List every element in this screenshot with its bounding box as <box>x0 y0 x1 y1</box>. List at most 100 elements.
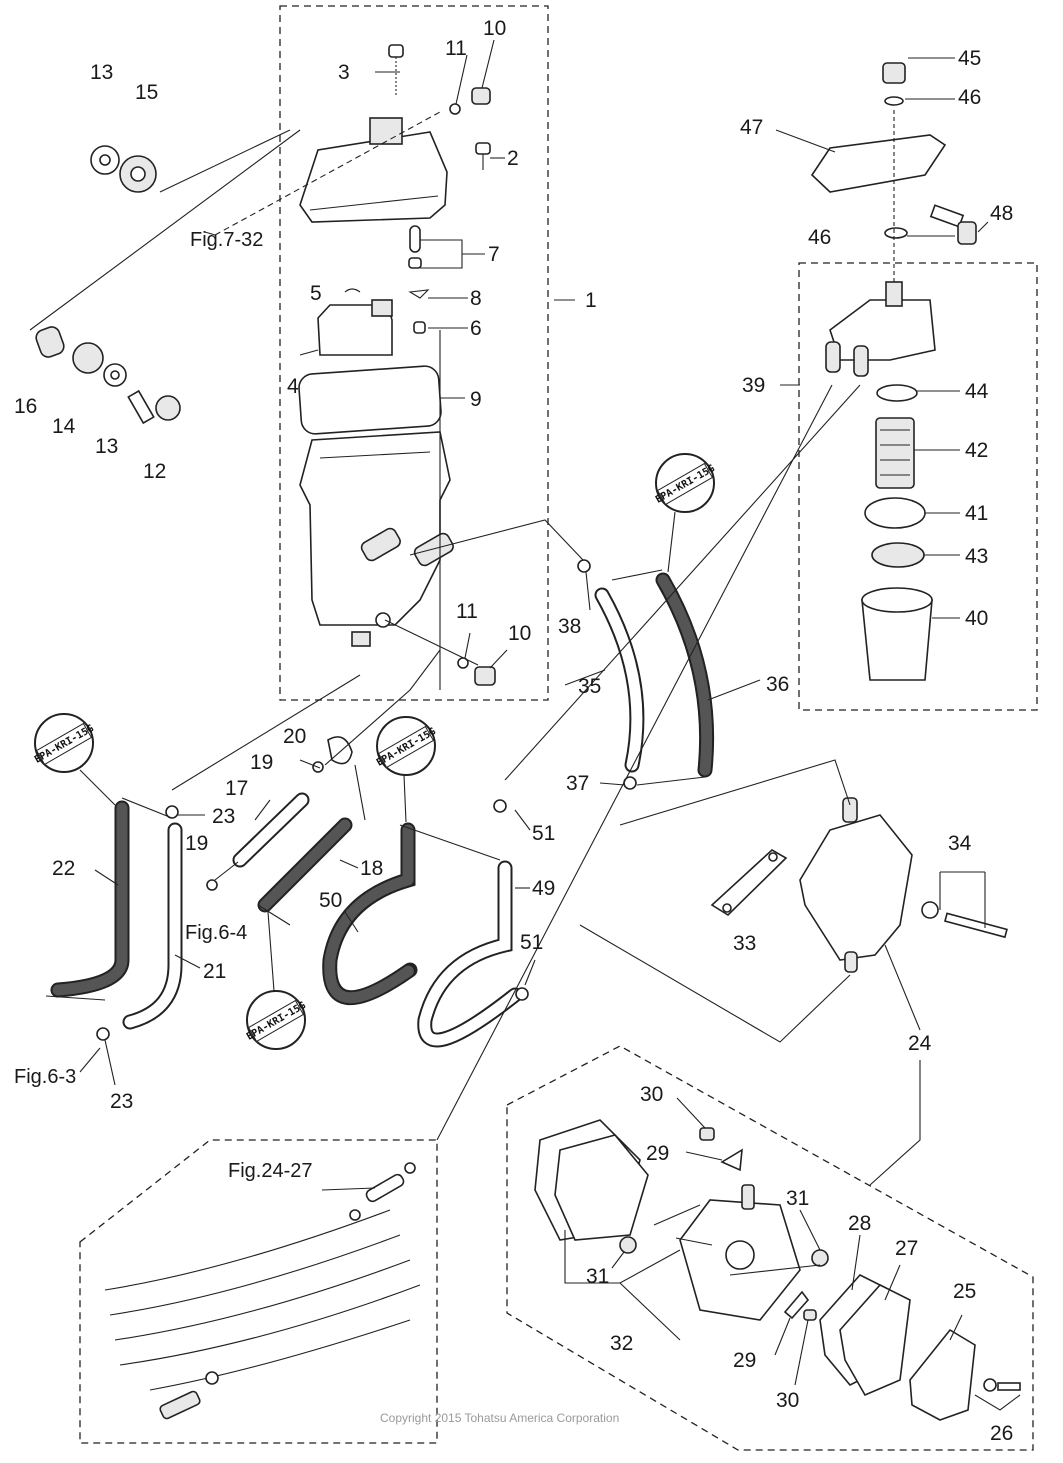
screw-30-bottom <box>803 1309 817 1321</box>
pump-internals-group <box>534 1119 1021 1421</box>
part-label-28: 28 <box>848 1212 871 1235</box>
part-label-14: 14 <box>52 415 76 438</box>
figure-references: Fig.7-32 Fig.6-4 Fig.6-3 Fig.24-27 <box>14 229 313 1182</box>
o-ring-44 <box>876 384 918 402</box>
tank-drain <box>351 631 371 647</box>
grommet-14 <box>72 342 104 374</box>
part-label-38: 38 <box>558 615 581 638</box>
tank-port <box>375 612 391 628</box>
part-label-46-bottom: 46 <box>808 226 831 249</box>
pin-5 <box>344 288 361 293</box>
washer-34 <box>921 901 939 919</box>
part-label-17: 17 <box>225 777 248 800</box>
clamp-51-top <box>493 799 507 813</box>
hose-22 <box>50 800 130 998</box>
plug-10-bottom <box>474 666 496 686</box>
filter-cup-rim <box>861 587 933 613</box>
epa-stamp-left: EPA-KRI-15G <box>33 713 116 806</box>
collar-16 <box>35 326 65 358</box>
bolt-48-shank <box>929 204 965 228</box>
epa-stamp-top: EPA-KRI-15G <box>654 453 717 573</box>
valve-seat-7 <box>408 257 422 269</box>
cover-fitting <box>369 117 403 145</box>
separator-tank-group <box>298 44 496 686</box>
part-label-47: 47 <box>740 116 763 139</box>
part-label-8: 8 <box>470 287 482 310</box>
hoses-group <box>50 572 715 1048</box>
engine-fitting <box>159 1390 201 1420</box>
part-label-19-top: 19 <box>250 751 273 774</box>
part-label-15: 15 <box>135 81 158 104</box>
part-label-50: 50 <box>319 889 342 912</box>
float-4 <box>317 304 393 356</box>
valve-29-bottom <box>783 1290 810 1320</box>
part-label-35: 35 <box>578 675 601 698</box>
part-label-31-left: 31 <box>586 1265 609 1288</box>
pump-nipple-top <box>842 797 858 823</box>
part-label-34: 34 <box>948 832 972 855</box>
part-label-11-bottom: 11 <box>456 600 478 623</box>
part-label-24: 24 <box>908 1032 932 1055</box>
screw-2 <box>475 142 491 155</box>
filter-head <box>829 299 936 361</box>
washer-46-bottom <box>884 227 908 239</box>
part-label-41: 41 <box>965 502 988 525</box>
part-label-33: 33 <box>733 932 756 955</box>
bolt-3 <box>388 44 404 58</box>
part-label-18: 18 <box>360 857 383 880</box>
part-label-21: 21 <box>203 960 226 983</box>
fuel-pump-body <box>799 814 913 961</box>
plug-10-top <box>471 87 491 105</box>
part-label-9: 9 <box>470 388 482 411</box>
clamp-38 <box>577 559 591 573</box>
part-label-22: 22 <box>52 857 75 880</box>
fig-ref-24-27: Fig.24-27 <box>228 1160 313 1182</box>
engine-hose-clamp-b <box>349 1209 361 1221</box>
nut-31-left <box>619 1236 637 1254</box>
epa-stamp-middle: EPA-KRI-15G <box>375 716 438 823</box>
part-label-51-bottom: 51 <box>520 931 543 954</box>
engine-inset-group <box>104 1162 421 1420</box>
tank-nipple-b <box>413 532 454 567</box>
fig-ref-6-4: Fig.6-4 <box>185 922 247 944</box>
part-label-30-bottom: 30 <box>776 1389 799 1412</box>
bolt-48-head <box>957 221 977 245</box>
fuel-pump-group <box>710 797 1008 973</box>
bolt-34 <box>944 912 1008 939</box>
washer-46-top <box>884 96 904 106</box>
screw-6 <box>413 321 426 334</box>
diaphragm-32-b <box>554 1134 649 1241</box>
part-label-6: 6 <box>470 317 482 340</box>
part-label-49: 49 <box>532 877 555 900</box>
part-label-39: 39 <box>742 374 765 397</box>
bolt-12-head <box>155 395 181 421</box>
part-label-30-top: 30 <box>640 1083 663 1106</box>
part-label-20: 20 <box>283 725 306 748</box>
part-label-16: 16 <box>14 395 37 418</box>
nut-45 <box>882 62 906 84</box>
washer-26 <box>983 1378 997 1392</box>
part-label-45: 45 <box>958 47 981 70</box>
part-label-23-top: 23 <box>212 805 235 828</box>
filter-element-42 <box>875 417 915 489</box>
part-label-42: 42 <box>965 439 988 462</box>
part-label-1: 1 <box>585 289 597 312</box>
part-label-25: 25 <box>953 1280 976 1303</box>
part-label-27: 27 <box>895 1237 918 1260</box>
part-label-43: 43 <box>965 545 988 568</box>
tank-nipple-a <box>360 527 401 562</box>
part-label-13-bottom: 13 <box>95 435 118 458</box>
assembly-box-fig24-27 <box>79 1139 438 1444</box>
part-label-4: 4 <box>287 375 299 398</box>
filter-outlet-b <box>853 345 869 377</box>
part-label-19-bottom: 19 <box>185 832 208 855</box>
ring-43 <box>871 542 925 568</box>
nut-31-right <box>811 1249 829 1267</box>
part-label-46-top: 46 <box>958 86 981 109</box>
pump-cover-25 <box>909 1328 976 1421</box>
part-label-29-bottom: 29 <box>733 1349 756 1372</box>
part-label-36: 36 <box>766 673 789 696</box>
part-label-11-top: 11 <box>445 37 467 60</box>
assembly-box-24 <box>506 1045 1034 1451</box>
assembly-box-1 <box>279 5 549 701</box>
